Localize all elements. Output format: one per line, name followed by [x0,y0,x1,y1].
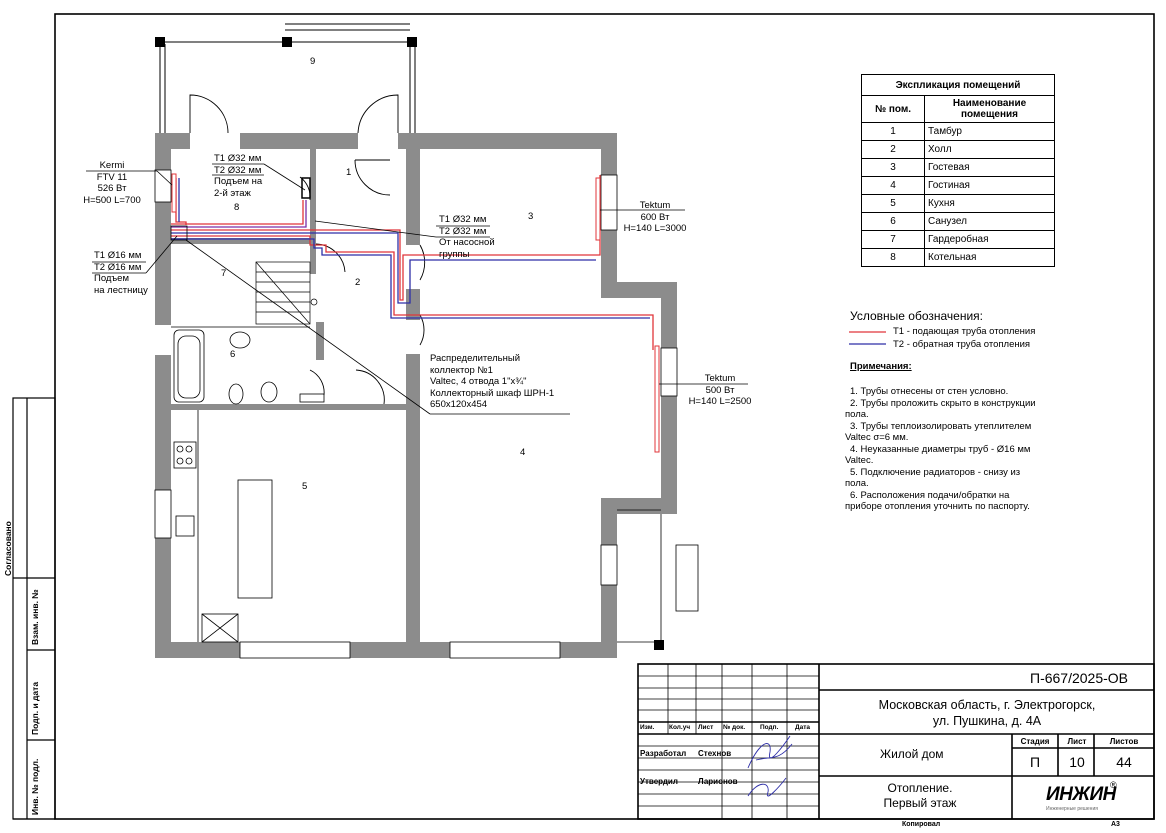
note-line: Valtec σ=6 мм. [845,432,909,443]
note-line: Valtec. [845,455,874,466]
room-number-5: 5 [302,481,308,492]
stairs [255,261,318,325]
note-line: 3. Трубы теплоизолировать утеплителем [850,420,1032,432]
legend-t2-label: Т2 - обратная труба отопления [893,339,1031,350]
leader-lines [86,163,748,415]
sheet-value: 10 [1069,754,1085,770]
collector [170,225,188,241]
company-logo: ИНЖИН [1046,784,1116,805]
note-line: 5. Подключение радиаторов - снизу из [850,466,1021,478]
openings [155,133,677,658]
explication-col-name: Наименование помещения [924,95,1055,123]
rev-col-sign: Подп. [760,724,779,731]
radiator-label-1: Kermi FTV 11 526 Вт H=500 L=700 [72,160,152,206]
notes-title: Примечания: [850,361,912,372]
signature-marks [747,735,793,797]
note-line: 6. Расположения подачи/обратки на [850,489,1010,501]
side-inv-replace: Взам. инв. № [30,589,40,645]
logo-subtitle: Инженерные решения [1046,806,1098,812]
room-number-3: 3 [528,211,534,222]
object-name: Жилой дом [880,747,944,761]
title-block-thin [638,664,819,819]
rev-col-sheet: Лист [698,724,714,731]
developer-role: Разработал [640,749,687,758]
registered-mark: ® [1110,780,1117,790]
room-number-2: 2 [355,277,361,288]
note-line: 1. Трубы отнесены от стен условно. [850,386,1009,397]
note-line: приборе отопления уточнить по паспорту. [845,501,1030,512]
porch-posts [155,37,664,650]
riser-label: Т1 Ø32 мм Т2 Ø32 мм Подъем на 2-й этаж [214,153,263,199]
radiator-name: Tektum [704,373,736,384]
explication-col-num: № пом. [861,95,925,123]
radiator-power: 600 Вт [640,211,670,223]
note-line: пола. [845,478,869,489]
porch [159,23,416,133]
notes-list: 1. Трубы отнесены от стен условно. 2. Тр… [845,386,1065,513]
room-number-4: 4 [520,447,526,458]
radiator-label-3: Tektum 500 Вт H=140 L=2500 [680,373,760,408]
drawing-code: П-667/2025-ОВ [1030,670,1129,686]
rev-col-doc: № док. [723,724,746,731]
radiator-label-2: Tektum 600 Вт H=140 L=3000 [620,200,690,235]
radiators [171,173,660,453]
radiator-size: H=140 L=3000 [623,223,687,234]
room-number-6: 6 [230,349,236,360]
footer-copied: Копировал [902,821,941,828]
stairs-pipe-label: Т1 Ø16 мм Т2 Ø16 мм Подъем на лестницу [94,250,148,296]
pump-group-label: Т1 Ø32 мм Т2 Ø32 мм От насосной группы [439,214,495,260]
footer-format: А3 [1111,821,1120,828]
note-line: 4. Неуказанные диаметры труб - Ø16 мм [850,443,1031,455]
explication-table: Экспликация помещений № пом. Наименовани… [861,74,1055,267]
stage-value: П [1029,754,1041,770]
room-number-7: 7 [221,268,227,279]
sheets-value: 44 [1116,754,1132,770]
developer-name: Стехнов [698,749,732,758]
title-block-grid [637,663,1155,820]
sheet-title: Отопление. Первый этаж [883,781,957,810]
rev-col-change: Изм. [640,724,655,731]
rev-col-date: Дата [795,724,811,731]
room-number-8: 8 [234,202,240,213]
radiator-power: 526 Вт [97,183,127,194]
side-inv-orig: Инв. № подл. [30,758,40,815]
partitions [171,326,699,643]
side-strip [12,397,56,820]
heating-pipes [171,175,654,350]
collector-label: Распределительный коллектор №1 Valtec, 4… [430,353,555,410]
approver-name: Ларионов [698,777,738,786]
radiator-size: H=500 L=700 [83,194,141,206]
radiator-name: Tektum [639,200,671,211]
sheet-label: Лист [1067,737,1087,746]
approver-role: Утвердил [640,777,678,786]
radiator-name: Kermi [99,160,125,171]
note-line: 2. Трубы проложить скрыто в конструкции [850,397,1036,409]
legend-t1-label: Т1 - подающая труба отопления [893,326,1036,337]
room-number-9: 9 [310,56,316,67]
sheets-label: Листов [1109,737,1139,746]
legend-title: Условные обозначения: [850,309,983,323]
kitchen-fixtures [173,410,273,643]
room-number-1: 1 [346,167,352,178]
rev-col-count: Кол.уч [669,724,691,731]
explication-title: Экспликация помещений [861,74,1055,96]
side-agreed: Согласовано [3,521,13,576]
bathroom-fixtures [173,329,325,405]
object-address: Московская область, г. Электрогорск, ул.… [878,698,1096,728]
radiator-model: FTV 11 [96,171,128,183]
radiator-size: H=140 L=2500 [688,396,752,407]
note-line: пола. [845,409,869,420]
stage-label: Стадия [1020,737,1050,746]
radiator-power: 500 Вт [705,384,735,396]
side-sign-date: Подп. и дата [30,681,40,735]
